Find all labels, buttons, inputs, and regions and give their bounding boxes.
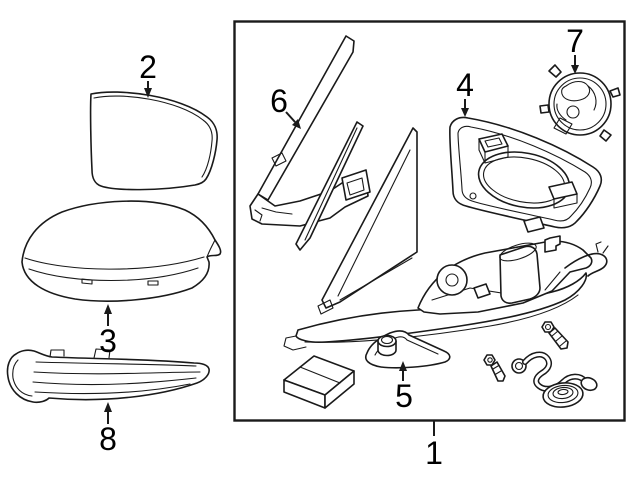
base-gasket-part: [365, 330, 451, 369]
callout-6-label[interactable]: 6: [270, 83, 288, 119]
mirror-base-assembly: [283, 127, 609, 351]
housing-frame-part: [449, 116, 603, 233]
callout-4[interactable]: 4: [456, 67, 474, 117]
wiring-grommet-part: [511, 351, 598, 408]
callout-2[interactable]: 2: [139, 49, 157, 98]
trim-blade-part: [295, 121, 364, 251]
callout-7[interactable]: 7: [566, 23, 584, 74]
callout-1-label[interactable]: 1: [425, 435, 443, 471]
parts-box-part: [283, 355, 355, 409]
callout-3-arrowhead: [104, 304, 112, 314]
screw-lower: [483, 354, 506, 382]
callout-2-arrowhead: [144, 88, 152, 98]
actuator-part: [539, 64, 621, 142]
callout-5[interactable]: 5: [395, 361, 413, 414]
callout-3-label[interactable]: 3: [99, 323, 117, 359]
callout-4-label[interactable]: 4: [456, 67, 474, 103]
callout-8[interactable]: 8: [99, 402, 117, 457]
screw-upper: [541, 321, 569, 350]
turn-signal-lamp-part: [6, 348, 210, 404]
callout-7-label[interactable]: 7: [566, 23, 584, 59]
callout-5-label[interactable]: 5: [395, 378, 413, 414]
callout-6-arrow: [285, 111, 296, 123]
callout-8-label[interactable]: 8: [99, 421, 117, 457]
callout-4-arrowhead: [461, 108, 469, 117]
callout-2-label[interactable]: 2: [139, 49, 157, 85]
mounting-bracket-part: [249, 35, 371, 227]
assembly-box-outline: [233, 20, 626, 422]
callout-7-arrowhead: [571, 65, 579, 74]
mirror-cover-part: [21, 200, 222, 302]
mirror-glass-part: [89, 91, 218, 191]
callout-1[interactable]: 1: [425, 421, 443, 471]
callout-8-arrowhead: [104, 402, 112, 412]
callout-3[interactable]: 3: [99, 304, 117, 359]
callout-6[interactable]: 6: [270, 83, 301, 129]
callout-5-arrowhead: [399, 361, 407, 371]
callout-6-arrowhead: [292, 119, 301, 129]
